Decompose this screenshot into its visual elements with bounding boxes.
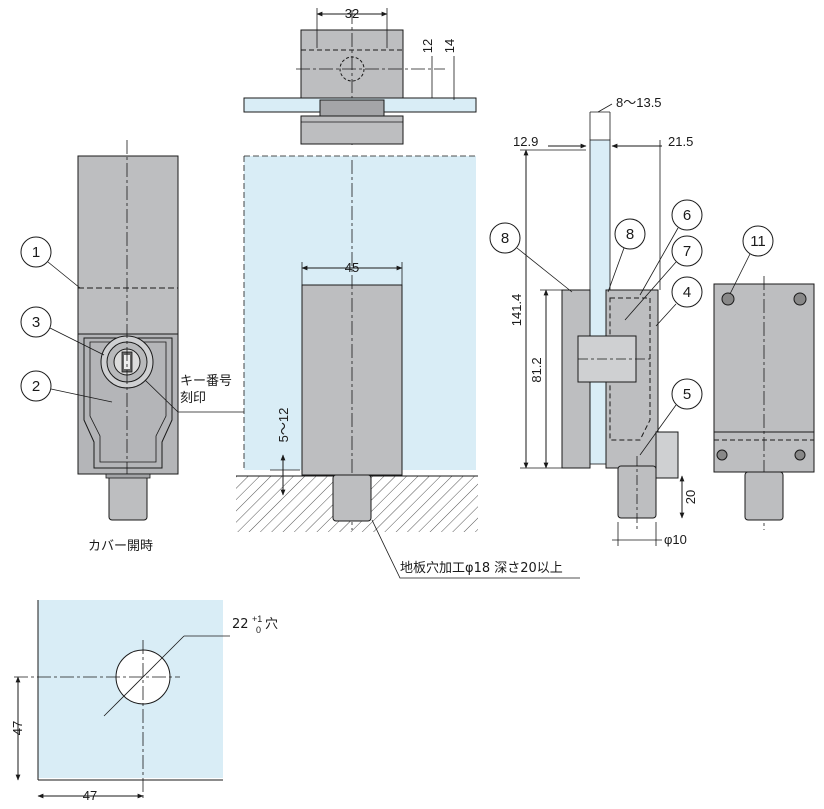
- front-pin: [108, 473, 148, 521]
- svg-text:φ10: φ10: [664, 532, 687, 547]
- callout-5: [671, 378, 703, 410]
- cover-outline: [83, 337, 173, 469]
- svg-text:47: 47: [10, 721, 25, 735]
- back-pin: [744, 471, 784, 521]
- floor-hole-label: 地板穴加工φ18 深さ20以上: [400, 561, 563, 576]
- svg-text:12: 12: [420, 39, 435, 53]
- svg-text:21.5: 21.5: [668, 134, 693, 149]
- center-view: 32 12 14 45 5～12 地板穴加工φ18 深さ20以上: [236, 6, 580, 579]
- back-view: 11: [713, 225, 815, 530]
- key-number-label-1: キー番号: [180, 374, 232, 389]
- side-view: 141.4 81.2 8～13.5 12.9 21.5 20 φ10 8 8 6…: [489, 95, 703, 547]
- svg-text:3: 3: [32, 314, 40, 331]
- svg-text:14: 14: [442, 39, 457, 53]
- svg-text:2: 2: [32, 378, 40, 395]
- svg-text:45: 45: [345, 260, 359, 275]
- key-number-label-2: 刻印: [180, 391, 206, 406]
- svg-text:11: 11: [750, 233, 766, 250]
- cover-open-label: カバー開時: [88, 539, 153, 554]
- svg-text:20: 20: [683, 490, 698, 504]
- svg-text:81.2: 81.2: [529, 357, 544, 382]
- callout-8-left: [489, 222, 521, 254]
- svg-text:7: 7: [683, 243, 691, 260]
- callout-11: [742, 225, 774, 257]
- svg-text:穴: 穴: [265, 617, 278, 632]
- key-cylinder: [100, 335, 154, 389]
- svg-text:6: 6: [683, 207, 691, 224]
- svg-text:47: 47: [83, 788, 97, 803]
- svg-text:+1: +1: [252, 614, 262, 624]
- callout-1: [20, 236, 52, 268]
- callout-4: [671, 276, 703, 308]
- svg-text:141.4: 141.4: [509, 294, 524, 327]
- callout-3: [20, 306, 52, 338]
- svg-text:4: 4: [683, 284, 691, 301]
- front-view: 1 3 2 キー番号 刻印 カバー開時: [20, 140, 244, 554]
- center-pin: [332, 474, 372, 522]
- side-pin: [617, 465, 657, 519]
- svg-text:12.9: 12.9: [513, 134, 538, 149]
- svg-text:5～12: 5～12: [276, 408, 291, 443]
- hole-layout-view: 22 +1 0 穴 47 47: [10, 600, 278, 803]
- svg-text:5: 5: [683, 386, 691, 403]
- callout-2: [20, 370, 52, 402]
- callout-8-right: [614, 218, 646, 250]
- svg-text:32: 32: [345, 6, 359, 21]
- callout-7: [671, 235, 703, 267]
- svg-text:8: 8: [501, 230, 509, 247]
- svg-text:1: 1: [32, 244, 40, 261]
- svg-text:0: 0: [256, 625, 261, 635]
- svg-text:8～13.5: 8～13.5: [616, 95, 662, 110]
- callout-6: [671, 199, 703, 231]
- screw-icon: [716, 292, 807, 461]
- svg-text:22: 22: [232, 617, 249, 632]
- svg-text:8: 8: [626, 226, 634, 243]
